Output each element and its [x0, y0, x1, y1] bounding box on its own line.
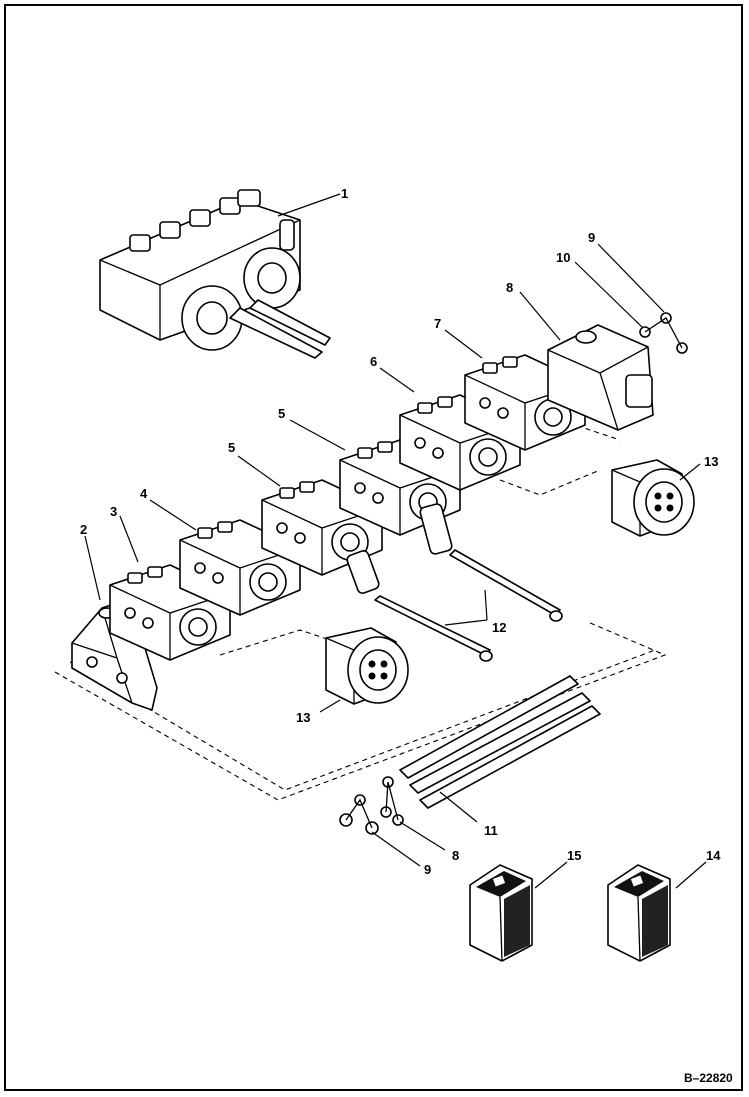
callout-1: 1: [341, 186, 348, 201]
outlet-block-8: [547, 324, 654, 431]
manual-14: [607, 864, 671, 962]
assembly-path-13b: [219, 629, 331, 656]
callout-9a: 9: [588, 230, 595, 245]
actuator-13b: [325, 627, 409, 705]
manual-15: [469, 864, 533, 962]
callout-8b: 8: [452, 848, 459, 863]
assembly-path-13a: [499, 469, 601, 496]
drawing-reference: B–22820: [684, 1071, 733, 1085]
valve-assembly-1: [99, 189, 331, 359]
callout-6: 6: [370, 354, 377, 369]
callout-numbers: 1 2 3 4 5 5 6 7 8 8 9 9 10 11 12 13 13 1…: [80, 186, 721, 877]
assembly-path-lower: [54, 621, 667, 801]
callout-15: 15: [567, 848, 581, 863]
callout-4: 4: [140, 486, 148, 501]
leader-lines: [84, 193, 707, 889]
callout-10: 10: [556, 250, 570, 265]
callout-2: 2: [80, 522, 87, 537]
actuator-13a: [611, 459, 695, 537]
callout-5a: 5: [228, 440, 235, 455]
linkage-lower: [339, 776, 404, 835]
callout-7: 7: [434, 316, 441, 331]
callout-14: 14: [706, 848, 721, 863]
callout-13a: 13: [704, 454, 718, 469]
callout-9b: 9: [424, 862, 431, 877]
callout-3: 3: [110, 504, 117, 519]
linkage-upper: [639, 312, 688, 354]
callout-5b: 5: [278, 406, 285, 421]
callout-11: 11: [484, 823, 498, 838]
spool-rods-11: [399, 675, 601, 809]
callout-13b: 13: [296, 710, 310, 725]
callout-8a: 8: [506, 280, 513, 295]
control-cables-12: [346, 503, 563, 662]
drawing-frame: [4, 4, 743, 1091]
callout-12: 12: [492, 620, 506, 635]
